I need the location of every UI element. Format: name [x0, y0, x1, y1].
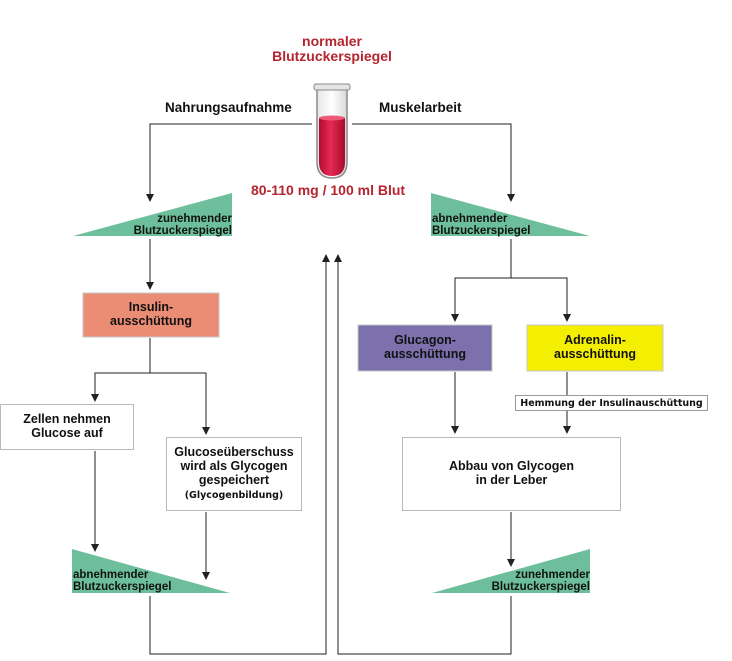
blood-fill — [319, 118, 345, 176]
label-nahrungsaufnahme: Nahrungsaufnahme — [165, 100, 292, 115]
insulin-split-right — [150, 372, 210, 435]
right-split-right — [511, 277, 571, 322]
label-muskelarbeit: Muskelarbeit — [379, 100, 462, 115]
page-title: normaler Blutzuckerspiegel — [272, 33, 392, 65]
arrow-muskel — [352, 123, 515, 202]
triangle-bottom-right-label: zunehmender Blutzuckerspiegel — [491, 569, 590, 594]
adrenalin-box-bg — [526, 324, 664, 372]
abbau-box: Abbau von Glycogen in der Leber — [402, 437, 621, 511]
glucagon-box-bg — [357, 324, 493, 372]
glucagon-box: Glucagon- ausschüttung — [384, 333, 466, 361]
triangle-top-left-label: zunehmender Blutzuckerspiegel — [133, 213, 232, 238]
glycogenbildung-text: (Glycogenbildung) — [184, 490, 284, 502]
triangle-top-left — [73, 193, 232, 236]
right-split — [451, 239, 512, 322]
glucose-box: Glucoseüberschuss wird als Glycogen gesp… — [166, 437, 302, 511]
blood-sugar-range: 80-110 mg / 100 ml Blut — [251, 182, 406, 198]
arrow-nahrung — [146, 123, 312, 202]
triangle-top-right — [431, 193, 590, 236]
insulin-split — [91, 338, 151, 402]
triangle-bottom-left-label: abnehmender Blutzuckerspiegel — [73, 569, 172, 594]
feedback-right — [334, 254, 512, 655]
hemmung-note: Hemmung der Insulinauschüttung — [515, 395, 708, 411]
zellen-box: Zellen nehmen Glucose auf — [0, 404, 134, 450]
insulin-box-bg — [82, 292, 220, 338]
glucose-box-text: Glucoseüberschuss wird als Glycogen gesp… — [174, 445, 294, 487]
test-tube-icon — [313, 83, 351, 179]
feedback-left — [149, 254, 330, 655]
triangle-bottom-right — [432, 549, 590, 593]
adrenalin-box: Adrenalin- ausschüttung — [554, 333, 636, 361]
insulin-box: Insulin- ausschüttung — [110, 300, 192, 328]
triangle-top-right-label: abnehmender Blutzuckerspiegel — [432, 213, 531, 238]
triangle-bottom-left — [72, 549, 230, 593]
